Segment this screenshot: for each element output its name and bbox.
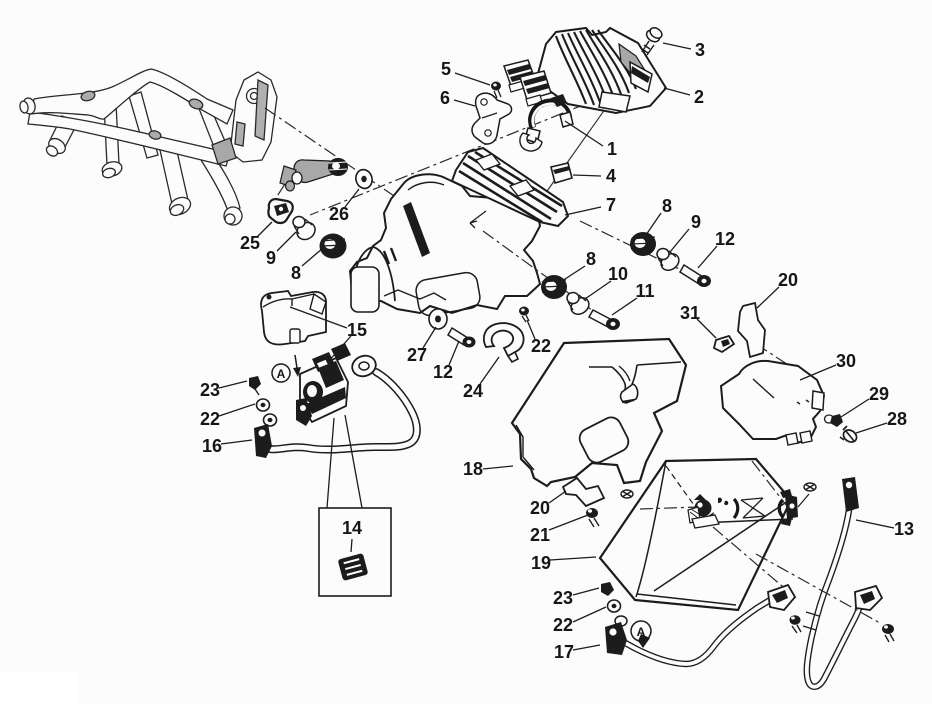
svg-text:12: 12 xyxy=(433,362,453,382)
svg-text:20: 20 xyxy=(778,270,798,290)
svg-text:5: 5 xyxy=(441,59,451,79)
svg-text:22: 22 xyxy=(553,615,573,635)
svg-text:23: 23 xyxy=(553,588,573,608)
svg-text:19: 19 xyxy=(531,553,551,573)
svg-text:8: 8 xyxy=(586,249,596,269)
svg-text:22: 22 xyxy=(531,336,551,356)
svg-text:2: 2 xyxy=(694,87,704,107)
svg-text:16: 16 xyxy=(202,436,222,456)
svg-text:23: 23 xyxy=(200,380,220,400)
svg-text:24: 24 xyxy=(463,381,483,401)
svg-text:9: 9 xyxy=(266,248,276,268)
svg-text:30: 30 xyxy=(836,351,856,371)
svg-text:13: 13 xyxy=(894,519,914,539)
svg-text:25: 25 xyxy=(240,233,260,253)
svg-text:22: 22 xyxy=(200,409,220,429)
svg-text:9: 9 xyxy=(691,212,701,232)
svg-text:28: 28 xyxy=(887,409,907,429)
svg-text:21: 21 xyxy=(530,525,550,545)
svg-text:18: 18 xyxy=(463,459,483,479)
svg-text:15: 15 xyxy=(347,320,367,340)
svg-text:7: 7 xyxy=(606,195,616,215)
svg-text:A: A xyxy=(277,367,286,381)
svg-text:14: 14 xyxy=(342,518,362,538)
svg-text:20: 20 xyxy=(530,498,550,518)
svg-text:6: 6 xyxy=(440,88,450,108)
svg-text:11: 11 xyxy=(635,281,654,301)
svg-text:17: 17 xyxy=(554,642,574,662)
svg-text:3: 3 xyxy=(695,40,705,60)
svg-text:26: 26 xyxy=(329,204,349,224)
svg-text:A: A xyxy=(637,625,646,639)
svg-text:31: 31 xyxy=(680,303,700,323)
svg-text:12: 12 xyxy=(715,229,735,249)
svg-text:27: 27 xyxy=(407,345,427,365)
svg-text:10: 10 xyxy=(608,264,628,284)
svg-text:8: 8 xyxy=(291,263,301,283)
svg-text:29: 29 xyxy=(869,384,889,404)
svg-text:8: 8 xyxy=(662,196,672,216)
svg-text:1: 1 xyxy=(607,139,617,159)
svg-text:4: 4 xyxy=(606,166,616,186)
